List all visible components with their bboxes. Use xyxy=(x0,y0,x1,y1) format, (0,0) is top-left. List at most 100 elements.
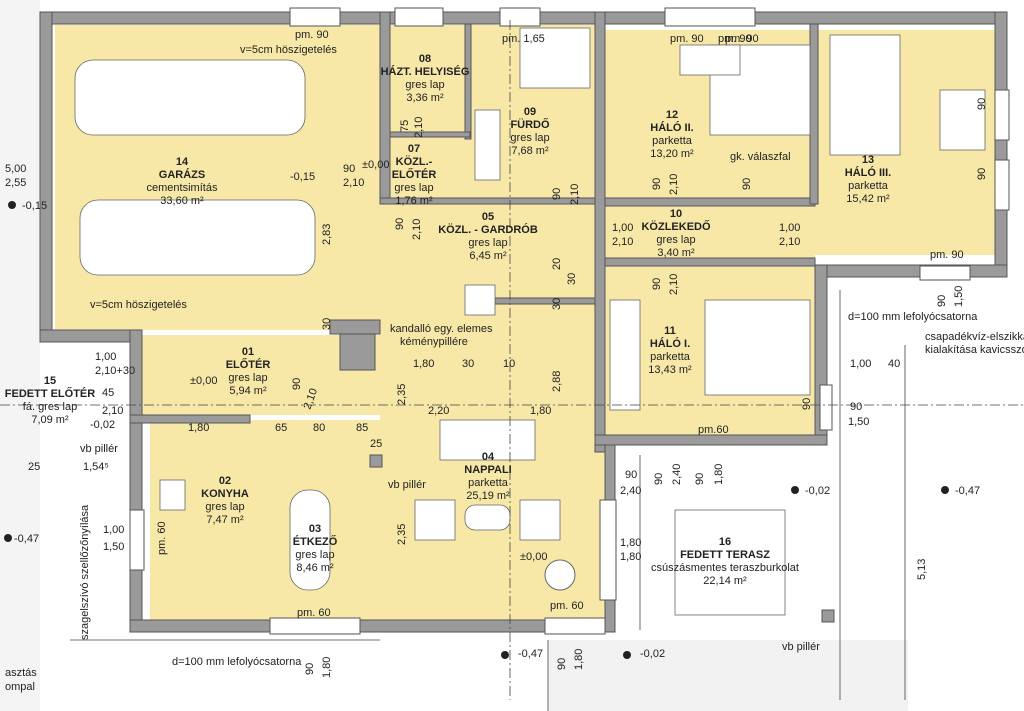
window-terrace xyxy=(599,499,617,601)
dim-text: 1,00 xyxy=(95,351,116,363)
wardrobe-fill xyxy=(380,200,600,300)
dim-text: 1,50 xyxy=(103,541,124,553)
dim-text: 2,10 xyxy=(413,117,425,138)
terrace-name: FEDETT TERASZ xyxy=(680,549,770,561)
wardrobe-num: 05 xyxy=(482,211,494,223)
dim-text: 2,40 xyxy=(620,485,641,497)
dim-text: 75 xyxy=(399,120,411,132)
dining-floor: gres lap xyxy=(295,549,334,561)
bed2-desk xyxy=(679,44,741,76)
dim-text: 90 xyxy=(741,178,753,190)
dim-text: 2,10 xyxy=(668,174,680,195)
wall-corridor-top xyxy=(604,197,816,207)
dim-text: 2,35 xyxy=(396,384,408,405)
dim-text: pm. 60 xyxy=(550,600,584,612)
wall-bottom xyxy=(129,619,616,633)
utility-fill xyxy=(390,25,470,135)
wall-entry-bottom xyxy=(129,414,251,424)
dim-text: 65 xyxy=(275,422,287,434)
garage-floor: cementsimítás xyxy=(147,182,218,194)
fireplace xyxy=(464,284,496,316)
wall-right xyxy=(994,11,1008,278)
dim-text: 90 xyxy=(343,163,355,175)
dim-text: 1,80 xyxy=(713,464,725,485)
window-kitchen xyxy=(129,509,145,571)
level-l6: -0,47 xyxy=(955,485,980,497)
wall-bed1-bottom xyxy=(594,434,828,446)
dim-text: 85 xyxy=(356,422,368,434)
dim-text: pm. 90 xyxy=(718,33,752,45)
room-labels: 14 GARÁZS cementsimítás 33,60 m² -0,15 0… xyxy=(5,53,891,587)
living-name: NAPPALI xyxy=(464,464,511,476)
car-bottom xyxy=(79,199,316,276)
garage-num: 14 xyxy=(176,156,189,168)
note-pillar1: vb pillér xyxy=(80,443,118,455)
level-marker xyxy=(623,651,631,659)
dim-text: 2,10 xyxy=(612,236,633,248)
dim-text: 90 xyxy=(976,98,988,110)
terrace-base xyxy=(548,640,908,711)
note-partial1: asztás xyxy=(5,667,37,679)
dim-text: 90 xyxy=(651,278,663,290)
dim-text: 90 xyxy=(976,168,988,180)
note-drain1: csapadékvíz-elszikkas xyxy=(925,331,1024,343)
dim-text: pm. 90 xyxy=(670,33,704,45)
plant xyxy=(544,559,576,591)
dim-text: 30 xyxy=(321,318,333,330)
dim-text: 1,80 xyxy=(530,405,551,417)
dim-text: 90 xyxy=(694,473,706,485)
dining-name: ÉTKEZŐ xyxy=(293,535,338,548)
bed3-floor: parketta xyxy=(848,180,889,192)
level-marker xyxy=(4,534,12,542)
dim-text: 1,80 xyxy=(188,422,209,434)
porch-name: FEDETT ELŐTÉR xyxy=(5,387,96,400)
level-l1: -0,15 xyxy=(22,200,47,212)
porch-num: 15 xyxy=(44,375,56,387)
bed3-num: 13 xyxy=(862,154,874,166)
hall-s-floor: gres lap xyxy=(394,182,433,194)
bed3-bed xyxy=(829,34,901,156)
dim-text: 1,00 xyxy=(612,222,633,234)
level-marker xyxy=(501,651,509,659)
corridor-name: KÖZLEKEDŐ xyxy=(641,220,711,233)
dim-text: 1,00 xyxy=(103,524,124,536)
hall-s-name2: ELŐTÉR xyxy=(392,168,437,181)
dim-text: 10 xyxy=(503,358,515,370)
entry-name: ELŐTÉR xyxy=(226,358,271,371)
window-bed2 xyxy=(664,7,756,27)
dim-text: 90 xyxy=(394,218,406,230)
wardrobe-area: 6,45 m² xyxy=(469,250,507,262)
hall-s-name1: KÖZL.- xyxy=(396,155,433,168)
kitchen-name: KONYHA xyxy=(201,488,249,500)
note-gutter1: d=100 mm lefolyócsatorna xyxy=(848,311,978,323)
wall-right-bottom xyxy=(814,264,1008,278)
wall-bed-divider xyxy=(809,23,819,205)
living-level: ±0,00 xyxy=(520,551,547,563)
bed3-area: 15,42 m² xyxy=(846,193,890,205)
wardrobe-floor: gres lap xyxy=(468,237,507,249)
bed3-desk xyxy=(939,89,986,151)
dim-text: 90 xyxy=(304,663,316,675)
garage-level: -0,15 xyxy=(290,171,315,183)
wall-mid-vertical xyxy=(594,11,606,453)
dim-text: 30 xyxy=(462,358,474,370)
level-marker xyxy=(791,486,799,494)
dim-text: 1,00 xyxy=(850,358,871,370)
window-utility xyxy=(394,7,444,27)
dim-text: 2,55 xyxy=(5,177,26,189)
dim-text: 1,50 xyxy=(953,286,965,307)
level-l2: -0,02 xyxy=(805,485,830,497)
kitchen-num: 02 xyxy=(219,475,231,487)
dim-text: 30 xyxy=(551,298,563,310)
dim-text: 2,10 xyxy=(102,405,123,417)
dim-text: 25 xyxy=(370,438,382,450)
window-bed1 xyxy=(819,384,833,431)
bed1-floor: parketta xyxy=(650,351,691,363)
note-drain2: kialakítása kavicsszo xyxy=(925,344,1024,356)
wall-garage-right xyxy=(379,11,391,203)
note-pillar2: vb pillér xyxy=(388,479,426,491)
bed1-area: 13,43 m² xyxy=(648,364,692,376)
terrace-floor: csúszásmentes teraszburkolat xyxy=(651,562,799,574)
level-marker xyxy=(941,486,949,494)
